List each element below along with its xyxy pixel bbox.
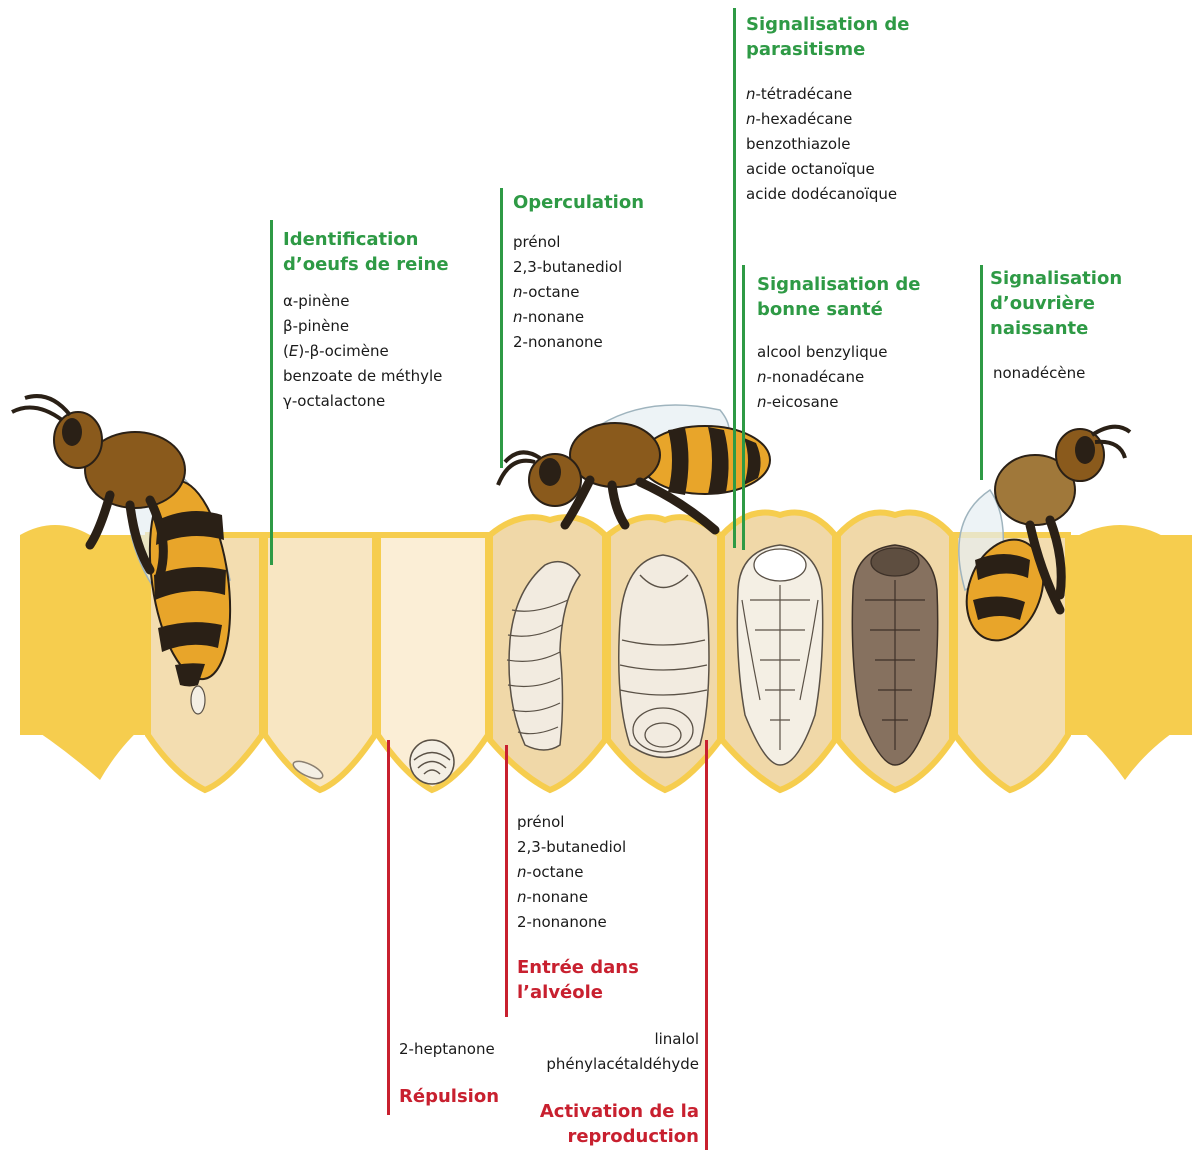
newborn-worker-title: Signalisationd’ouvrière naissante — [990, 266, 1192, 341]
reproduction-signal: linalolphénylacétaldéhyde Activation de … — [540, 1027, 699, 1149]
queen-eggs-compounds: α-pinèneβ-pinène(E)-β-ocimènebenzoate de… — [283, 289, 449, 414]
cell-entry-title: Entrée dansl’alvéole — [517, 955, 639, 1005]
compound-item: n-hexadécane — [746, 107, 910, 132]
compound-item: nonadécène — [993, 361, 1192, 386]
compound-item: β-pinène — [283, 314, 449, 339]
young-larva-icon — [410, 740, 454, 784]
parasitism-line — [733, 8, 736, 548]
compound-item: acide octanoïque — [746, 157, 910, 182]
newborn-worker-compounds: nonadécène — [990, 361, 1192, 386]
reproduction-title: Activation de lareproduction — [540, 1099, 699, 1149]
parasitism-compounds: n-tétradécanen-hexadécanebenzothiazoleac… — [746, 82, 910, 207]
compound-item: phénylacétaldéhyde — [540, 1052, 699, 1077]
queen-eggs-title: Identificationd’oeufs de reine — [283, 227, 449, 277]
cell-entry-signal: prénol2,3-butanedioln-octanen-nonane2-no… — [517, 810, 639, 1005]
compound-item: 2-heptanone — [399, 1037, 499, 1062]
operculation-line — [500, 188, 503, 468]
reproduction-compounds: linalolphénylacétaldéhyde — [540, 1027, 699, 1077]
queen-eggs-signal: Identificationd’oeufs de reine α-pinèneβ… — [283, 227, 449, 414]
operculation-signal: Operculation prénol2,3-butanedioln-octan… — [513, 190, 644, 355]
worker-bee-icon — [498, 405, 770, 530]
repulsion-title: Répulsion — [399, 1084, 499, 1109]
good-health-line — [742, 265, 745, 550]
compound-item: prénol — [513, 230, 644, 255]
compound-item: prénol — [517, 810, 639, 835]
compound-item: alcool benzylique — [757, 340, 921, 365]
compound-item: (E)-β-ocimène — [283, 339, 449, 364]
compound-item: n-nonane — [517, 885, 639, 910]
good-health-signal: Signalisation debonne santé alcool benzy… — [757, 272, 921, 415]
compound-item: benzothiazole — [746, 132, 910, 157]
compound-item: n-eicosane — [757, 390, 921, 415]
compound-item: 2-nonanone — [517, 910, 639, 935]
compound-item: linalol — [540, 1027, 699, 1052]
compound-item: γ-octalactone — [283, 389, 449, 414]
compound-item: n-octane — [517, 860, 639, 885]
prepupa-icon — [619, 555, 709, 758]
compound-item: 2,3-butanediol — [517, 835, 639, 860]
compound-item: n-nonadécane — [757, 365, 921, 390]
operculation-compounds: prénol2,3-butanedioln-octanen-nonane2-no… — [513, 230, 644, 355]
newborn-worker-signal: Signalisationd’ouvrière naissante nonadé… — [990, 266, 1192, 386]
compound-item: acide dodécanoïque — [746, 182, 910, 207]
repulsion-compounds: 2-heptanone — [399, 1037, 499, 1062]
repulsion-signal: 2-heptanone Répulsion — [399, 1037, 499, 1109]
parasitism-signal: Signalisation deparasitisme n-tétradécan… — [746, 12, 910, 207]
compound-item: 2-nonanone — [513, 330, 644, 355]
cell-entry-line — [505, 745, 508, 1017]
good-health-compounds: alcool benzyliquen-nonadécanen-eicosane — [757, 340, 921, 415]
compound-item: n-tétradécane — [746, 82, 910, 107]
parasitism-title: Signalisation deparasitisme — [746, 12, 910, 62]
reproduction-line — [705, 740, 708, 1150]
repulsion-line — [387, 740, 390, 1115]
compound-item: n-octane — [513, 280, 644, 305]
compound-item: 2,3-butanediol — [513, 255, 644, 280]
newborn-worker-line — [980, 265, 983, 480]
compound-item: benzoate de méthyle — [283, 364, 449, 389]
operculation-title: Operculation — [513, 190, 644, 215]
compound-item: α-pinène — [283, 289, 449, 314]
cell-entry-compounds: prénol2,3-butanedioln-octanen-nonane2-no… — [517, 810, 639, 935]
queen-eggs-line — [270, 220, 273, 565]
good-health-title: Signalisation debonne santé — [757, 272, 921, 322]
compound-item: n-nonane — [513, 305, 644, 330]
